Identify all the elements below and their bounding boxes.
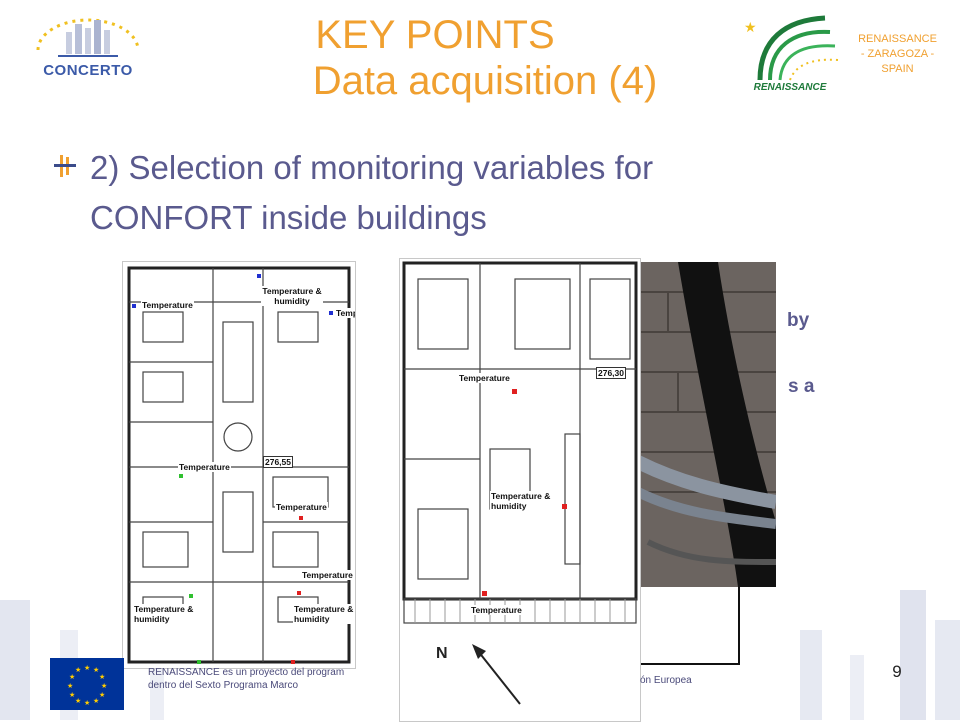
north-indicator: N — [436, 645, 448, 662]
sensor-label: Temperature & humidity — [261, 286, 323, 306]
heading-line-2: CONFORT inside buildings — [90, 199, 487, 236]
concerto-skyline-icon — [36, 18, 140, 57]
footer-line-2: dentro del Sexto Programa Marco — [148, 680, 299, 691]
sensor-label: Temperature — [275, 502, 328, 512]
footer-text-right: ón Europea — [640, 675, 692, 686]
footer-text: RENAISSANCE es un proyecto del program d… — [148, 666, 398, 692]
svg-text:★: ★ — [69, 691, 75, 699]
bullet-icon — [54, 155, 76, 177]
side-line-3: SPAIN — [881, 63, 914, 75]
sensor-label: Temperature — [141, 300, 194, 310]
concerto-logo: CONCERTO — [28, 10, 148, 90]
side-line-2: - ZARAGOZA - — [860, 48, 935, 60]
floor-plan-left: Temperature Temperature & humidity Tempe… — [122, 261, 356, 669]
concerto-logo-text: CONCERTO — [43, 62, 133, 79]
renaissance-swoosh-icon: ★ — [744, 15, 839, 81]
floor-plan-right-drawing — [402, 261, 638, 705]
renaissance-logo: ★ RENAISSANCE — [740, 10, 840, 100]
sensor-label: Temperature — [470, 605, 523, 615]
svg-text:★: ★ — [75, 666, 81, 674]
dimension-label: 276,30 — [596, 367, 626, 379]
cables-photo — [638, 262, 776, 587]
svg-text:★: ★ — [93, 666, 99, 674]
svg-text:★: ★ — [101, 682, 107, 690]
eu-flag-icon: ★★★ ★★★ ★★★ ★★★ — [50, 658, 124, 710]
sensor-label: Temperature & humidity — [293, 604, 355, 624]
cables-photo-image — [638, 262, 776, 587]
svg-text:★: ★ — [84, 664, 90, 672]
photo-frame-line — [638, 587, 740, 665]
sensor-label: Temperature — [458, 373, 511, 383]
heading-line-1: 2) Selection of monitoring variables for — [90, 149, 654, 186]
dimension-label: 276,55 — [263, 456, 293, 468]
slide-title: KEY POINTS Data acquisition (4) — [230, 12, 700, 104]
svg-text:★: ★ — [99, 691, 105, 699]
title-line-2: Data acquisition (4) — [312, 59, 658, 103]
svg-text:★: ★ — [84, 699, 90, 707]
partial-text-2: s a — [788, 376, 815, 397]
page-number: 9 — [892, 662, 902, 681]
sensor-label: Temperature & humidity — [133, 604, 199, 624]
svg-text:★: ★ — [75, 697, 81, 705]
bullet-heading: 2) Selection of monitoring variables for… — [90, 143, 850, 243]
svg-text:★: ★ — [69, 673, 75, 681]
svg-text:★: ★ — [99, 673, 105, 681]
renaissance-side-text: RENAISSANCE - ZARAGOZA - SPAIN — [845, 32, 950, 77]
svg-text:★: ★ — [67, 682, 73, 690]
title-line-1: KEY POINTS — [315, 13, 555, 57]
svg-text:★: ★ — [744, 20, 757, 36]
sensor-label: Temperature — [178, 462, 231, 472]
side-line-1: RENAISSANCE — [858, 33, 937, 45]
sensor-label: Temperature & humidity — [490, 491, 556, 511]
sensor-label: Temperature — [301, 570, 354, 580]
partial-text-1: by — [787, 310, 810, 331]
footer-line-1: RENAISSANCE es un proyecto del program — [148, 667, 345, 678]
sensor-label: Temperature — [335, 308, 355, 318]
svg-text:★: ★ — [93, 697, 99, 705]
floor-plan-right: Temperature 276,30 Temperature & humidit… — [399, 258, 641, 722]
renaissance-logo-text: RENAISSANCE — [753, 82, 827, 93]
